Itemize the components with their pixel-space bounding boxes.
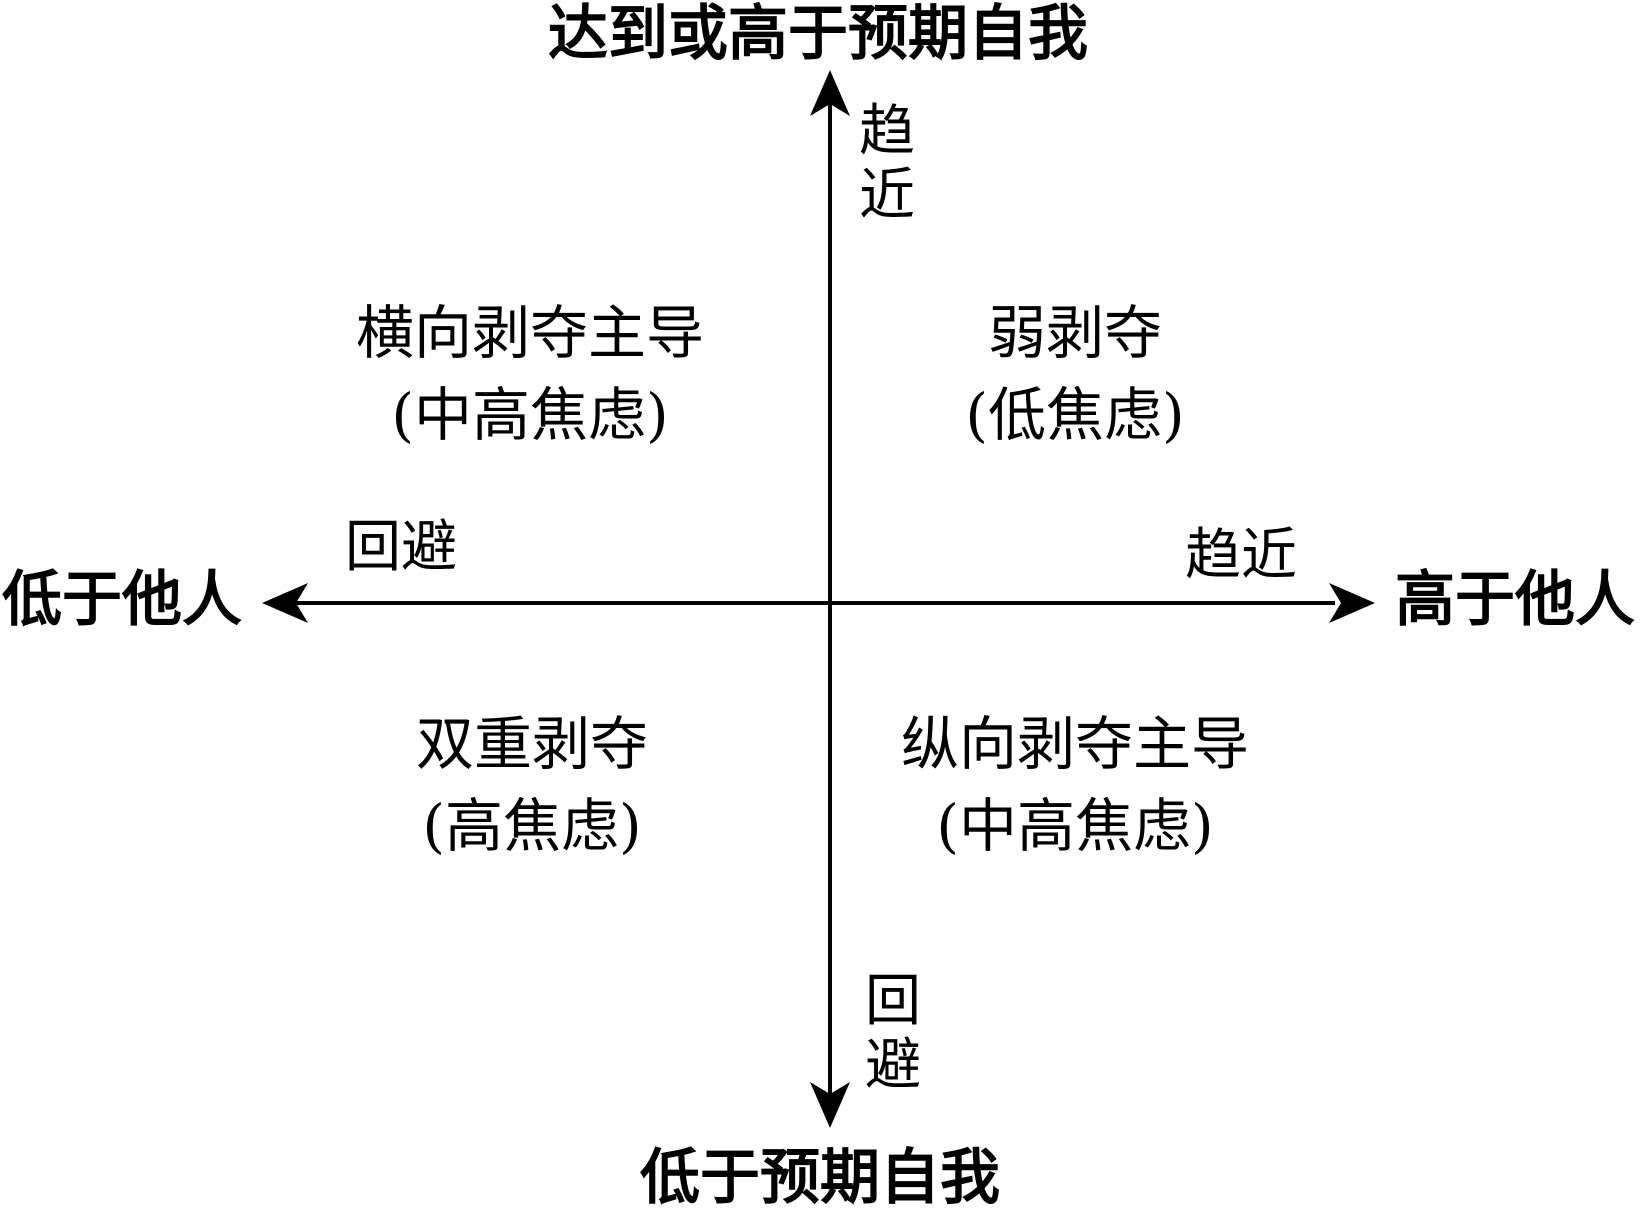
quadrant-bottom-right: 纵向剥夺主导 (中高焦虑) bbox=[901, 703, 1249, 867]
direction-down-char-1: 回 bbox=[865, 969, 921, 1034]
direction-label-right: 趋近 bbox=[1185, 523, 1297, 588]
direction-up-char-1: 趋 bbox=[859, 99, 915, 164]
quadrant-top-right-anxiety: (低焦虑) bbox=[965, 381, 1185, 449]
arrow-left-icon bbox=[262, 583, 308, 623]
direction-label-up: 趋 近 bbox=[852, 100, 922, 228]
quadrant-top-right-name: 弱剥夺 bbox=[987, 299, 1163, 367]
arrow-down-icon bbox=[810, 1082, 850, 1128]
direction-down-char-2: 避 bbox=[865, 1033, 921, 1098]
axis-label-top: 达到或高于预期自我 bbox=[548, 0, 1088, 69]
arrow-right-icon bbox=[1329, 583, 1375, 623]
quadrant-bottom-right-name: 纵向剥夺主导 bbox=[900, 710, 1250, 778]
quadrant-bottom-left: 双重剥夺 (高焦虑) bbox=[416, 703, 648, 867]
quadrant-bottom-right-anxiety: (中高焦虑) bbox=[936, 792, 1214, 860]
quadrant-bottom-left-name: 双重剥夺 bbox=[415, 710, 649, 778]
quadrant-bottom-left-anxiety: (高焦虑) bbox=[422, 792, 642, 860]
quadrant-top-left-anxiety: (中高焦虑) bbox=[391, 381, 669, 449]
direction-label-down: 回 避 bbox=[858, 970, 928, 1098]
direction-up-char-2: 近 bbox=[859, 163, 915, 228]
axis-label-left: 低于他人 bbox=[2, 565, 242, 635]
quadrant-top-right: 弱剥夺 (低焦虑) bbox=[965, 292, 1184, 456]
arrow-up-icon bbox=[810, 70, 850, 116]
quadrant-top-left: 横向剥夺主导 (中高焦虑) bbox=[356, 292, 704, 456]
quadrant-top-left-name: 横向剥夺主导 bbox=[355, 299, 705, 367]
axis-label-bottom: 低于预期自我 bbox=[640, 1143, 1000, 1213]
axis-label-right: 高于他人 bbox=[1395, 565, 1635, 635]
direction-label-left: 回避 bbox=[345, 515, 457, 580]
